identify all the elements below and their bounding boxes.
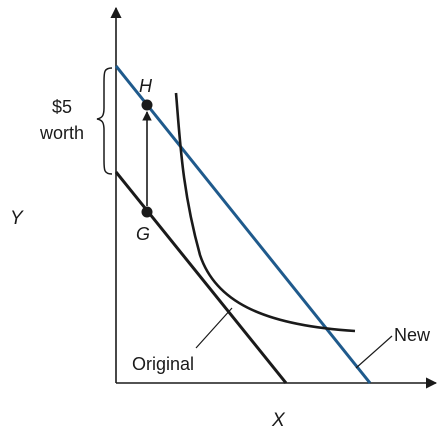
x-axis-label: X <box>271 410 286 431</box>
original-budget-line <box>114 171 288 384</box>
five-dollar-brace <box>96 67 113 175</box>
point-g-label: G <box>136 224 150 244</box>
point-g <box>141 206 153 218</box>
point-h <box>141 99 153 111</box>
bracket-label-line1: $5 <box>52 97 72 117</box>
y-axis-label: Y <box>10 208 24 229</box>
new-budget-line <box>114 65 372 384</box>
bracket-label-line2: worth <box>39 123 84 143</box>
indifference-curve <box>174 92 356 333</box>
new-line-label: New <box>394 325 431 345</box>
original-line-label: Original <box>132 354 194 374</box>
new-label-pointer <box>355 335 393 369</box>
point-h-label: H <box>139 76 153 96</box>
original-label-pointer <box>195 307 233 349</box>
